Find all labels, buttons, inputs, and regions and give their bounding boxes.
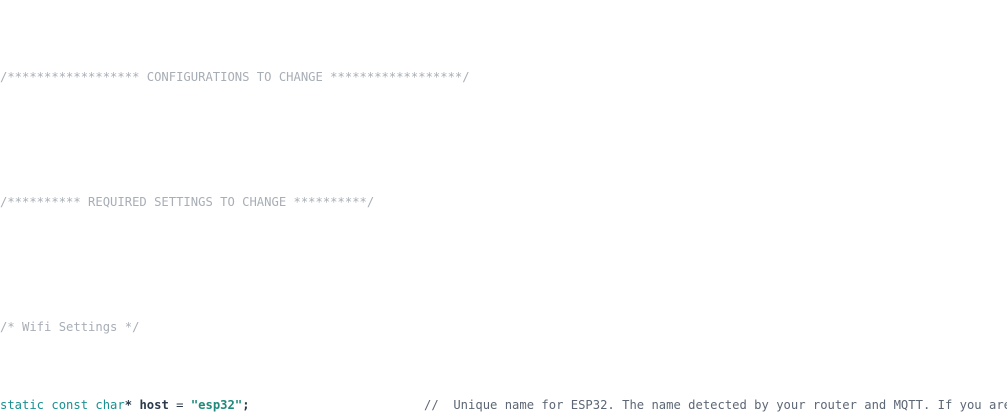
code-line[interactable]: /****************** CONFIGURATIONS TO CH… — [0, 70, 1007, 86]
trailing-line-comment: // Unique name for ESP32. The name detec… — [424, 397, 1007, 412]
code-line-declaration[interactable]: static const char* host = "esp32"; // Uni… — [0, 398, 1007, 413]
code-line-blank[interactable] — [0, 133, 1007, 149]
block-comment-text: /* Wifi Settings */ — [0, 319, 140, 334]
pointer-token: * — [124, 397, 140, 412]
identifier-token: host — [139, 397, 169, 412]
block-comment-text: /********** REQUIRED SETTINGS TO CHANGE … — [0, 195, 375, 210]
code-line[interactable]: /* Wifi Settings */ — [0, 320, 1007, 336]
string-literal: "esp32" — [190, 397, 243, 412]
assign-token: = — [168, 397, 191, 412]
keyword-token: static const char — [0, 397, 125, 412]
code-line[interactable]: /********** REQUIRED SETTINGS TO CHANGE … — [0, 195, 1007, 211]
code-text-area[interactable]: /****************** CONFIGURATIONS TO CH… — [0, 8, 1007, 413]
code-line-blank[interactable] — [0, 258, 1007, 274]
semicolon-token: ; — [242, 397, 250, 412]
block-comment-text: /****************** CONFIGURATIONS TO CH… — [0, 70, 470, 85]
